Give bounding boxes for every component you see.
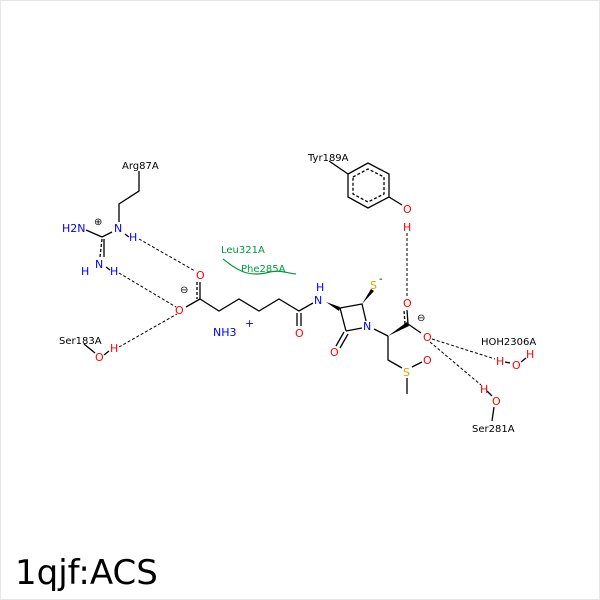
charge-minus: - <box>379 274 383 285</box>
residue-label-hoh2306a: HOH2306A <box>481 337 536 348</box>
atom-h: H <box>81 265 89 278</box>
residue-label-phe285a: Phe285A <box>241 264 286 275</box>
atom-h: H <box>496 355 504 368</box>
atom-s: S <box>403 366 410 379</box>
atom-h: H <box>480 383 488 396</box>
atom-o: O <box>403 203 412 216</box>
atom-h: H <box>526 348 534 361</box>
residue-label-ser281a: Ser281A <box>472 424 515 435</box>
atom-h2n: H2N <box>62 222 86 235</box>
positive-charge-icon: ⊕ <box>94 217 102 228</box>
hydrophobic-contact-curve <box>222 258 297 275</box>
bonds <box>83 160 527 422</box>
atom-o: O <box>403 297 412 310</box>
residue-label-leu321a: Leu321A <box>221 245 265 256</box>
atom-o: O <box>330 346 339 359</box>
hydrogen-bonds <box>118 233 496 386</box>
atom-o: O <box>423 331 432 344</box>
residue-label-ser183a: Ser183A <box>59 336 102 347</box>
atom-h: H <box>316 281 324 294</box>
atom-o: O <box>295 327 304 340</box>
atom-h: H <box>129 231 137 244</box>
atom-o: O <box>492 395 501 408</box>
negative-charge-icon: ⊖ <box>417 313 425 324</box>
atom-o: O <box>196 269 205 282</box>
atom-n: N <box>95 258 103 271</box>
atom-h: H <box>403 221 411 234</box>
atom-n: N <box>114 222 122 235</box>
atom-nh3: NH3 <box>213 326 237 339</box>
diagram-title: 1qjf:ACS <box>15 553 158 593</box>
atom-h: H <box>110 342 118 355</box>
atom-o: O <box>423 354 432 367</box>
residue-label-tyr189a: Tyr189A <box>307 153 349 164</box>
atom-h: H <box>110 265 118 278</box>
negative-charge-icon: ⊖ <box>180 285 188 296</box>
atom-o: O <box>175 304 184 317</box>
atom-s: S <box>370 279 377 292</box>
residue-label-arg87a: Arg87A <box>122 161 159 172</box>
atom-o: O <box>512 359 521 372</box>
atom-n: N <box>363 320 371 333</box>
charge-plus: + <box>245 317 254 330</box>
atom-n: N <box>314 294 322 307</box>
atom-o: O <box>95 351 104 364</box>
